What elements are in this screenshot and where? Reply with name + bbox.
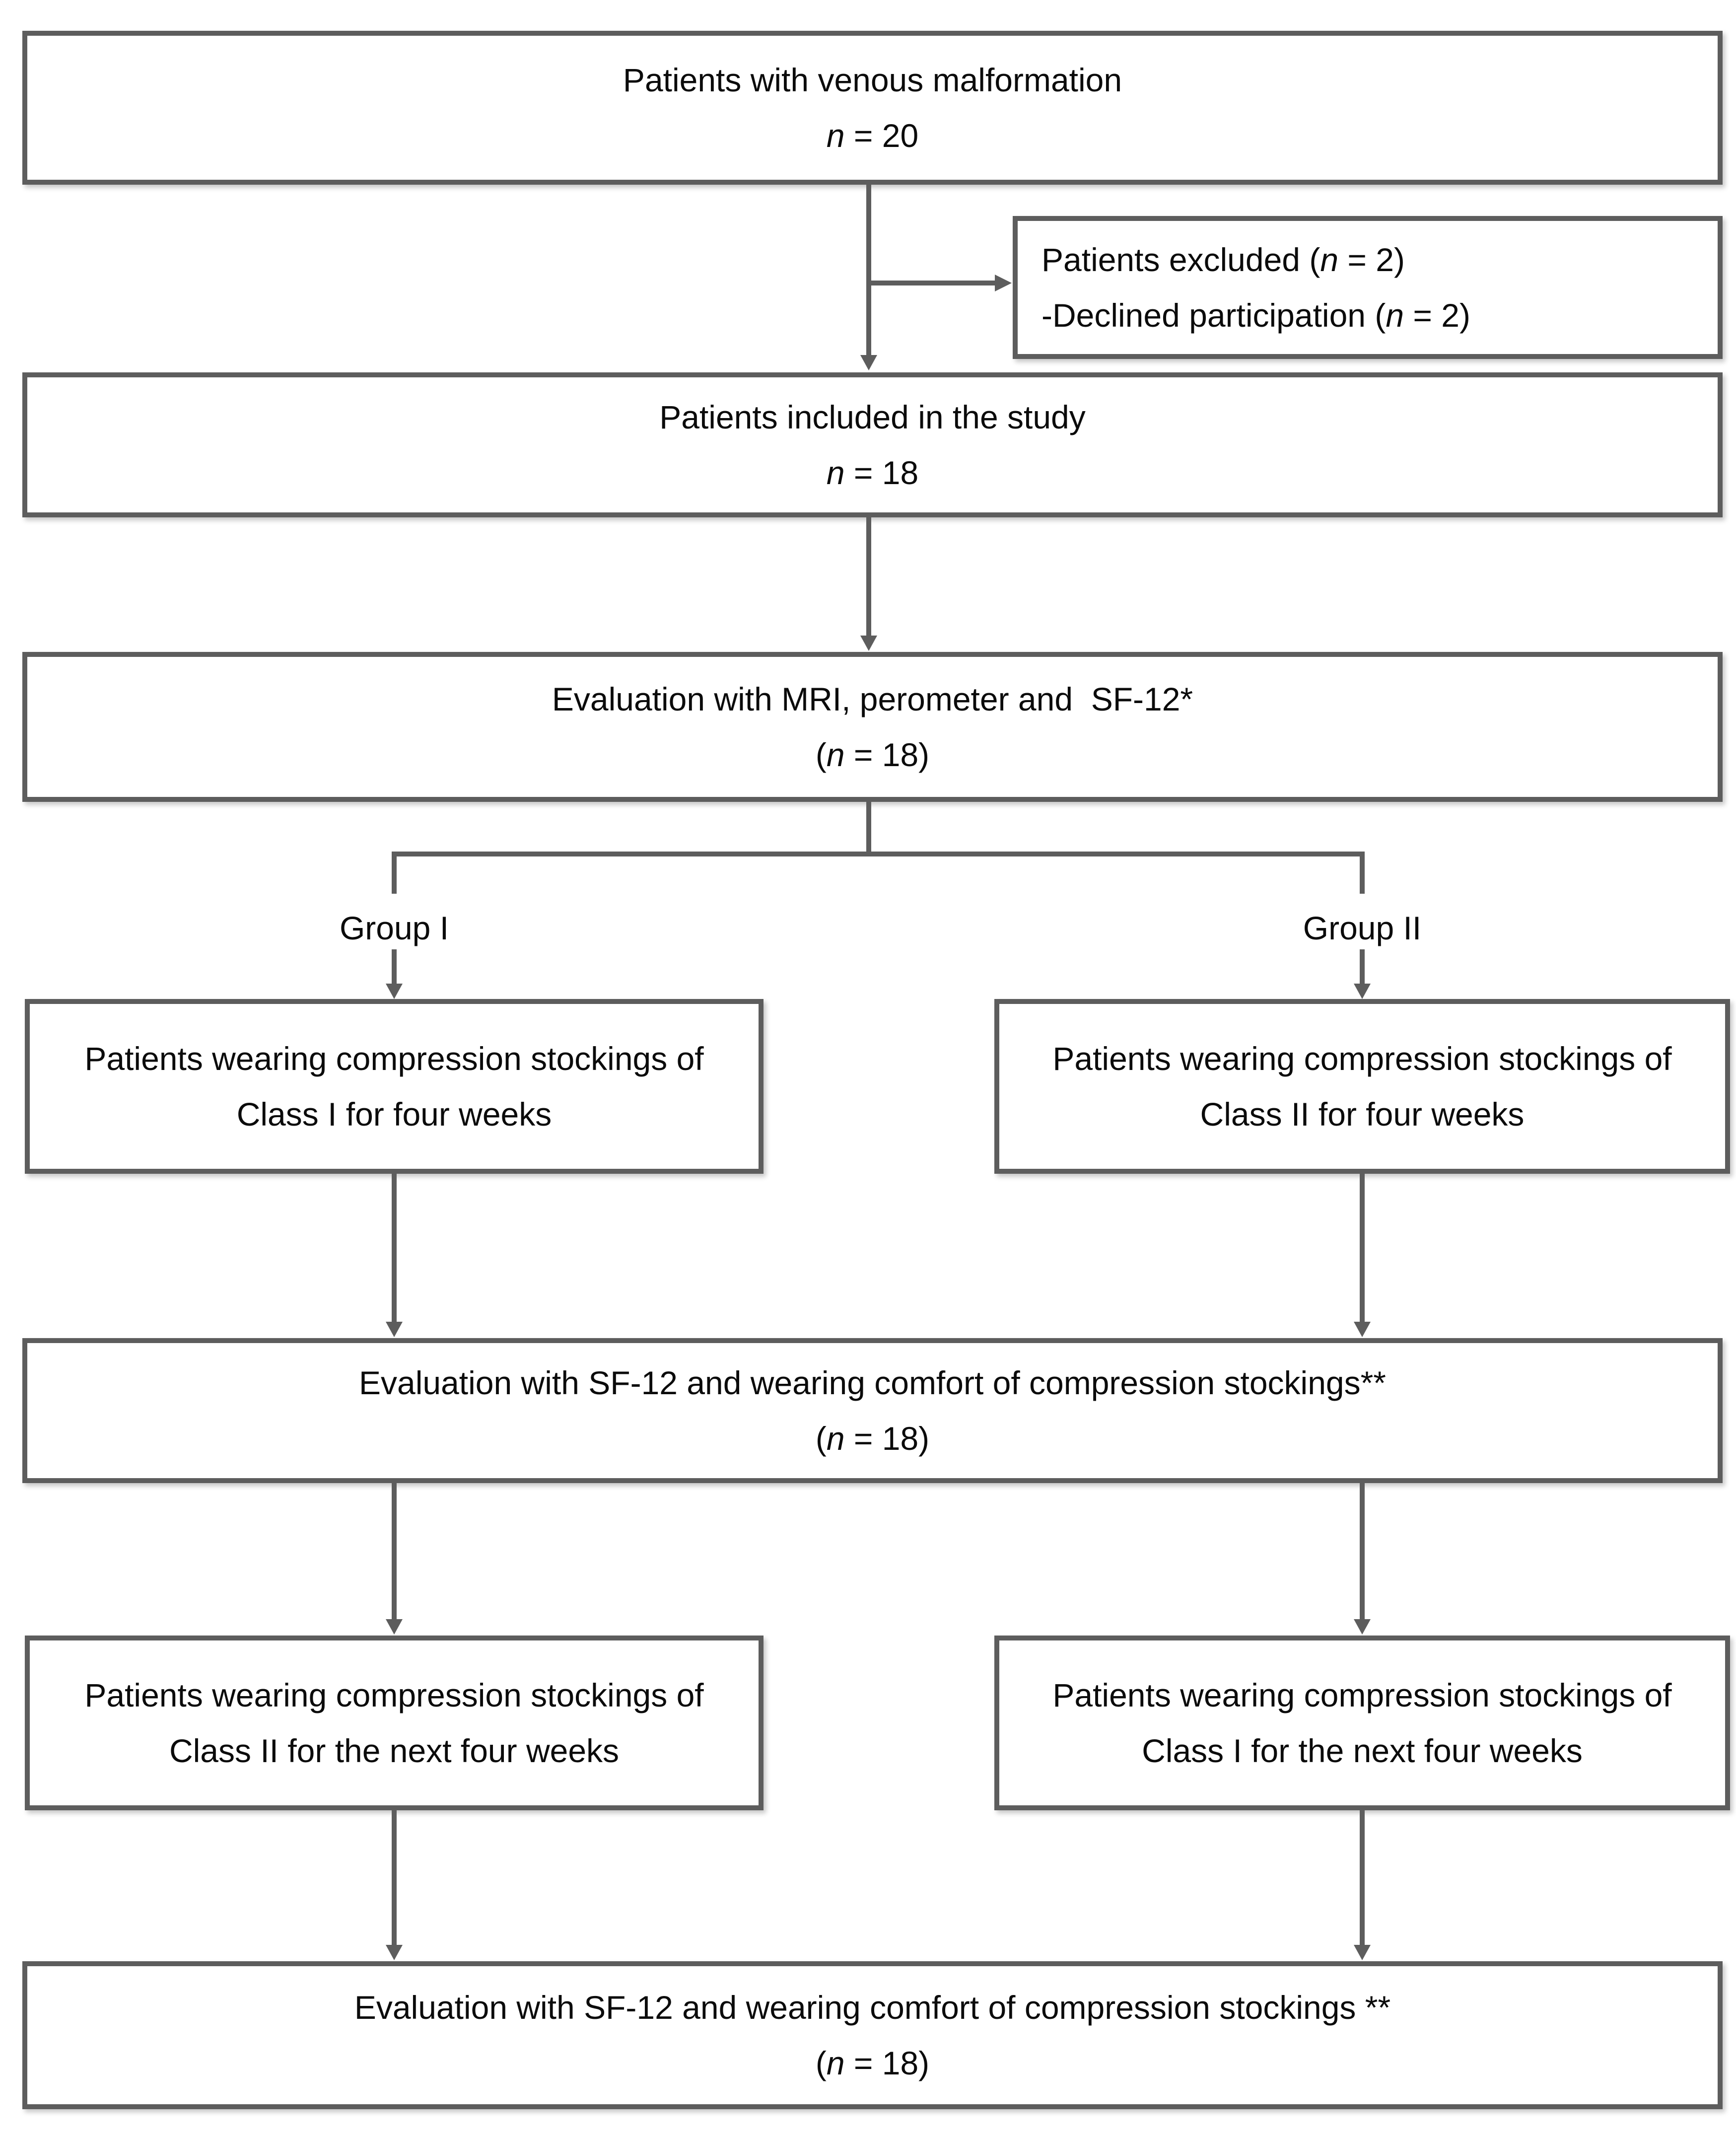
box-patients-excluded: Patients excluded (n = 2) -Declined part… — [1013, 216, 1723, 359]
arrow-group2-to-eval-mid-line — [1360, 1173, 1365, 1322]
arrow-group1-to-eval-final-line — [392, 1809, 397, 1945]
arrow-group2-to-box-line — [1360, 949, 1365, 984]
box-patients-total: Patients with venous malformation n = 20 — [22, 31, 1723, 185]
sample-size: (n = 18) — [815, 2045, 930, 2081]
arrow-eval-mid-to-group2-line — [1360, 1482, 1365, 1619]
arrow-group1-to-box-line — [392, 949, 397, 984]
arrow-group1-to-eval-final-head — [386, 1945, 403, 1960]
branch-right-drop-line — [1360, 852, 1365, 894]
label-group-1: Group I — [295, 905, 493, 951]
box-title: Patients included in the study — [659, 398, 1086, 435]
box-group2-class1-next-four-weeks: Patients wearing compression stockings o… — [994, 1636, 1730, 1810]
box-line-2: Class II for four weeks — [1200, 1096, 1525, 1133]
box-title: Evaluation with MRI, perometer and SF-12… — [552, 680, 1193, 717]
arrow-to-excluded-head — [995, 275, 1012, 291]
sample-size: n = 20 — [826, 117, 919, 154]
box-line-1: Patients wearing compression stockings o… — [1052, 1676, 1672, 1713]
sample-size: (n = 18) — [815, 1420, 930, 1457]
sample-size: (n = 18) — [815, 736, 930, 773]
arrow-total-to-included-line — [866, 184, 871, 355]
box-line-1: Patients wearing compression stockings o… — [84, 1040, 704, 1077]
arrow-included-to-eval-head — [860, 636, 877, 651]
arrow-eval-mid-to-group1-line — [392, 1482, 397, 1619]
branch-stub-line — [866, 801, 871, 856]
arrow-eval-mid-to-group2-head — [1354, 1619, 1371, 1635]
sample-size: n = 18 — [826, 454, 919, 491]
excluded-line-2: -Declined participation (n = 2) — [1042, 297, 1470, 334]
box-evaluation-final: Evaluation with SF-12 and wearing comfor… — [22, 1961, 1723, 2109]
branch-horizontal-bar — [392, 852, 1365, 856]
box-title: Evaluation with SF-12 and wearing comfor… — [359, 1364, 1386, 1401]
box-patients-included: Patients included in the study n = 18 — [22, 372, 1723, 517]
arrow-group2-to-eval-mid-head — [1354, 1322, 1371, 1337]
arrow-total-to-included-head — [860, 355, 877, 370]
box-evaluation-baseline: Evaluation with MRI, perometer and SF-12… — [22, 652, 1723, 802]
box-group1-class2-next-four-weeks: Patients wearing compression stockings o… — [25, 1636, 764, 1810]
arrow-group2-to-box-head — [1354, 984, 1371, 999]
box-line-2: Class II for the next four weeks — [169, 1732, 620, 1769]
box-line-2: Class I for four weeks — [236, 1096, 552, 1133]
arrow-group1-to-box-head — [386, 984, 403, 999]
box-line-1: Patients wearing compression stockings o… — [1052, 1040, 1672, 1077]
box-title: Patients with venous malformation — [623, 61, 1122, 98]
arrow-to-excluded-line — [866, 281, 995, 285]
box-line-1: Patients wearing compression stockings o… — [84, 1676, 704, 1713]
box-line-2: Class I for the next four weeks — [1142, 1732, 1583, 1769]
box-group1-class1-four-weeks: Patients wearing compression stockings o… — [25, 999, 764, 1174]
box-group2-class2-four-weeks: Patients wearing compression stockings o… — [994, 999, 1730, 1174]
branch-left-drop-line — [392, 852, 397, 894]
arrow-group2-to-eval-final-line — [1360, 1809, 1365, 1945]
arrow-included-to-eval-line — [866, 516, 871, 636]
arrow-group1-to-eval-mid-head — [386, 1322, 403, 1337]
arrow-group1-to-eval-mid-line — [392, 1173, 397, 1322]
arrow-group2-to-eval-final-head — [1354, 1945, 1371, 1960]
arrow-eval-mid-to-group1-head — [386, 1619, 403, 1635]
box-title: Evaluation with SF-12 and wearing comfor… — [354, 1989, 1391, 2026]
excluded-line-1: Patients excluded (n = 2) — [1042, 241, 1405, 278]
box-evaluation-midpoint: Evaluation with SF-12 and wearing comfor… — [22, 1338, 1723, 1483]
label-group-2: Group II — [1263, 905, 1461, 951]
